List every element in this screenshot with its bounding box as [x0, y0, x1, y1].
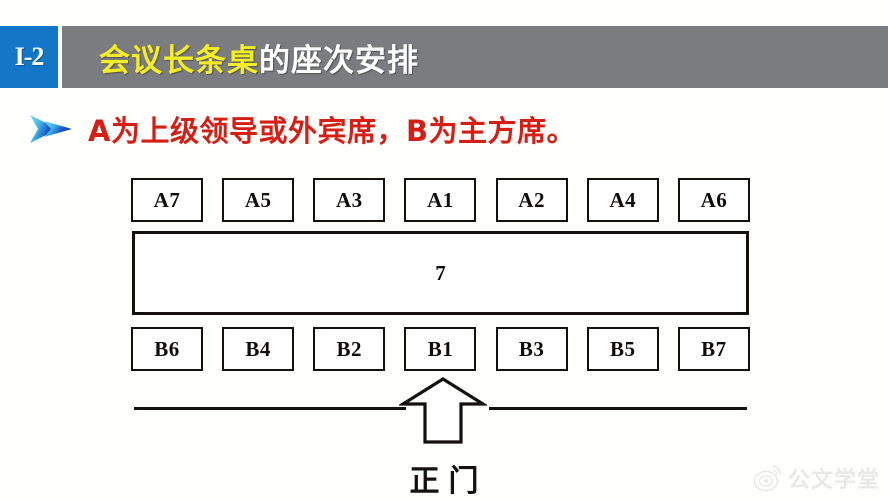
seat-box: A2: [495, 178, 568, 222]
up-arrow-outline-icon: [399, 377, 487, 444]
watermark: 公文学堂: [753, 462, 880, 494]
watermark-text: 公文学堂: [787, 468, 880, 493]
seat-box: A5: [222, 178, 295, 222]
seat-row-b: B6 B4 B2 B1 B3 B5 B7: [131, 327, 750, 371]
seat-box: B4: [222, 327, 295, 371]
seat-box: A6: [677, 178, 750, 222]
page-title-rest: 的座次安排: [259, 42, 419, 79]
seat-box: A7: [131, 178, 203, 222]
slide-header: I-2 会议长条桌的座次安排: [0, 26, 888, 88]
seat-box: B2: [313, 327, 386, 371]
conference-table: 7: [132, 231, 749, 315]
seat-box: B3: [495, 327, 568, 371]
page-title-accent: 会议长条桌: [99, 42, 259, 79]
page-title: 会议长条桌的座次安排: [99, 35, 419, 80]
header-title-bar: 会议长条桌的座次安排: [62, 26, 888, 88]
header-divider: [58, 26, 62, 88]
seat-box: B1: [404, 327, 477, 371]
weibo-logo-icon: [753, 465, 781, 492]
seat-box: B6: [131, 327, 203, 371]
wall-line-left: [134, 407, 406, 410]
section-number-label: I-2: [14, 42, 45, 71]
bullet-row: A为上级领导或外宾席，B为主方席。: [28, 108, 576, 150]
seat-row-a: A7 A5 A3 A1 A2 A4 A6: [131, 178, 750, 222]
table-label: 7: [435, 260, 446, 285]
section-number-badge: I-2: [0, 26, 58, 88]
seat-box: A4: [586, 178, 659, 222]
seat-box: B5: [586, 327, 659, 371]
seat-box: B7: [677, 327, 750, 371]
seat-box: A3: [313, 178, 386, 222]
bullet-text: A为上级领导或外宾席，B为主方席。: [88, 114, 577, 148]
chevron-right-arrow-icon: [30, 115, 72, 143]
wall-line-right: [489, 407, 747, 410]
seat-box: A1: [404, 178, 477, 222]
door-label: 正门: [409, 464, 488, 499]
